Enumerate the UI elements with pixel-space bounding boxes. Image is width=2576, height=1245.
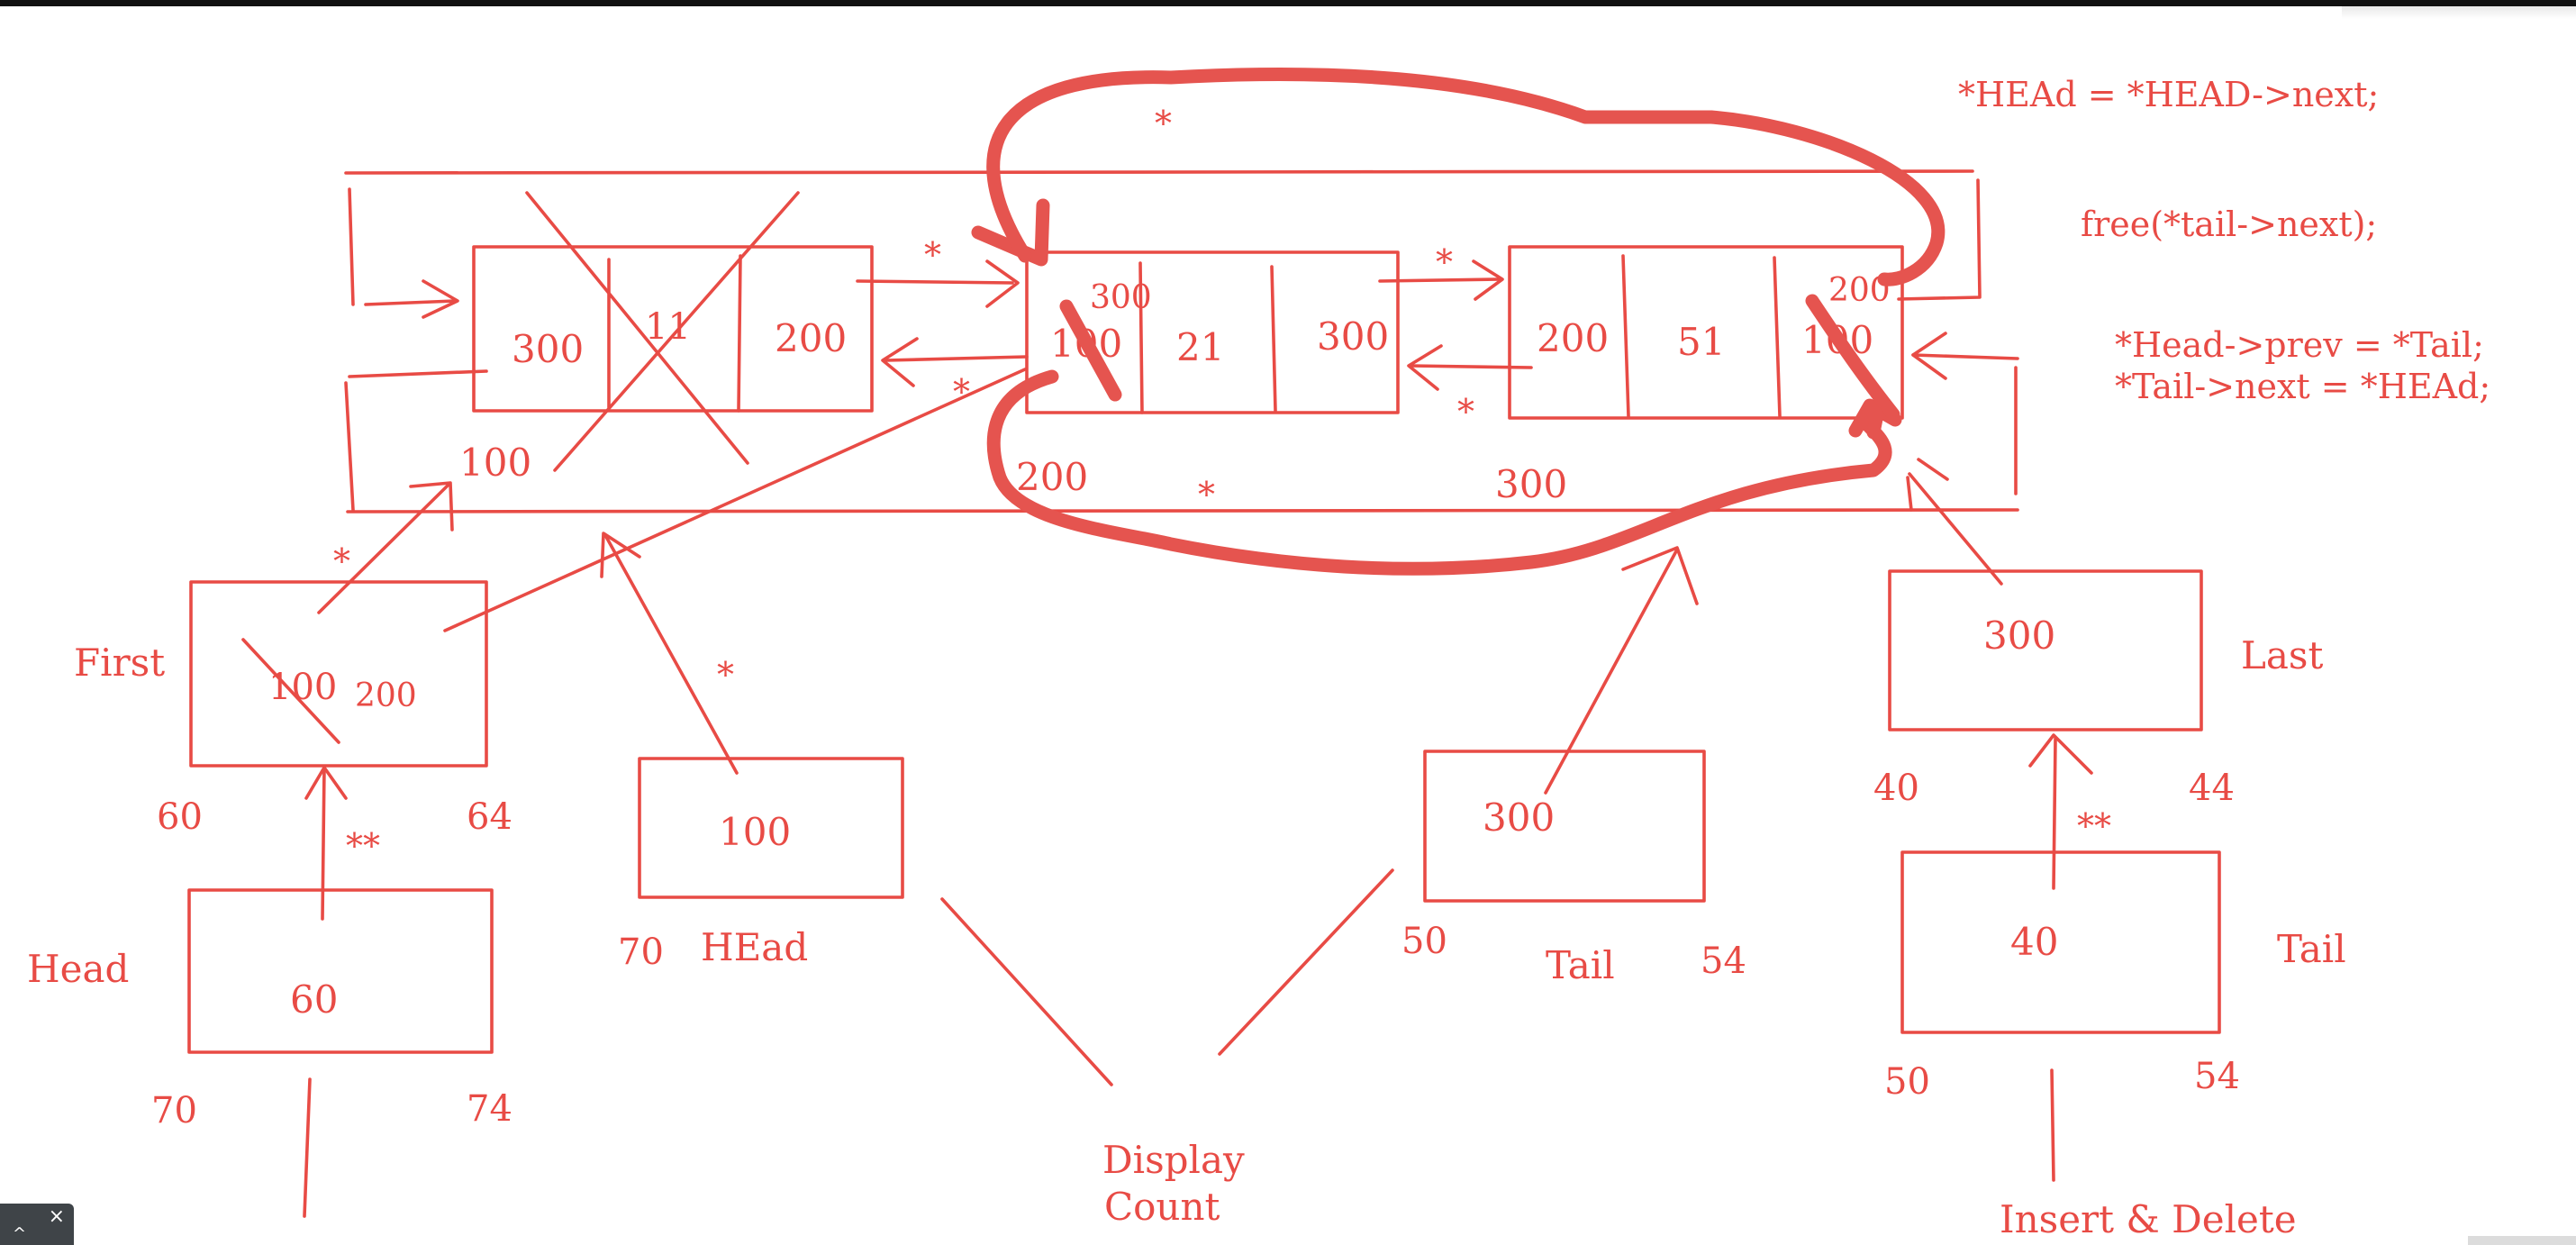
svg-text:*: * (1155, 104, 1172, 143)
svg-text:*: * (333, 541, 350, 581)
first-value-new: 200 (355, 677, 417, 714)
expand-icon[interactable]: ^ (13, 1224, 27, 1243)
node-3-address: 300 (1495, 462, 1567, 506)
tail2-value: 40 (2010, 920, 2058, 964)
tail2-variable: 40 Tail 50 54 ** (1884, 733, 2346, 1182)
svg-text:*: * (1457, 392, 1474, 432)
head2-label: HEad (701, 925, 808, 969)
svg-text:*: * (717, 655, 734, 695)
node-2-next: 300 (1317, 314, 1389, 359)
tail2-label: Tail (2277, 927, 2346, 971)
head-addr-left: 70 (151, 1090, 197, 1131)
tail-addr-left: 50 (1401, 921, 1447, 962)
first-value-old: 100 (268, 667, 337, 708)
head-variable: Head 60 70 74 ** (27, 766, 512, 1218)
caption-insert-delete: Insert & Delete (2000, 1197, 2297, 1241)
floating-toolbar-widget[interactable]: × ^ (0, 1204, 74, 1245)
tail-value: 300 (1483, 795, 1555, 840)
node-1-address: 100 (459, 441, 531, 485)
tail-addr-right: 54 (1701, 941, 1746, 982)
head2-variable: 100 HEad 70 * (600, 532, 904, 973)
first-addr-left: 60 (157, 796, 203, 838)
node-3: 200 51 100 200 300 (1495, 245, 1904, 506)
last-variable: 300 Last 40 44 (1873, 472, 2323, 809)
last-value: 300 (1983, 613, 2055, 658)
node-1-cross-b (553, 191, 800, 472)
node-2-note: 300 (1090, 279, 1152, 316)
svg-text:*: * (1436, 242, 1453, 282)
node-2-value: 21 (1176, 325, 1224, 369)
first-addr-right: 64 (467, 796, 512, 838)
node-1-cross-a (525, 191, 749, 465)
circular-frame (344, 169, 2019, 513)
tail2-addr-right: 54 (2194, 1056, 2240, 1097)
first-variable: First 100 200 60 64 * (74, 368, 1027, 838)
node-1-next: 200 (775, 316, 847, 360)
svg-text:**: ** (346, 826, 380, 866)
svg-text:**: ** (2077, 806, 2111, 846)
caption-display: Display (1102, 1138, 1245, 1182)
window-top-bar (0, 0, 2576, 6)
last-addr-right: 44 (2189, 768, 2235, 809)
head-addr-right: 74 (467, 1088, 512, 1130)
node-2: 100 21 300 300 200 (1016, 250, 1400, 499)
node-3-prev: 200 (1537, 316, 1609, 360)
code-line-4: *Tail->next = *HEAd; (2115, 367, 2490, 406)
head-label: Head (27, 947, 129, 991)
tail-label: Tail (1546, 943, 1615, 987)
window-shadow (2342, 6, 2576, 19)
first-label: First (74, 641, 165, 685)
svg-text:*: * (924, 235, 941, 275)
bottom-edge-bar (2468, 1236, 2576, 1245)
svg-text:*: * (953, 372, 970, 412)
close-icon[interactable]: × (48, 1205, 65, 1228)
last-addr-left: 40 (1873, 768, 1919, 809)
captions: Display Count Insert & Delete (940, 868, 2297, 1241)
code-line-3: *Head->prev = *Tail; (2115, 325, 2484, 365)
tail-variable: 300 Tail 50 54 (1401, 546, 1746, 987)
head2-addr-left: 70 (618, 931, 664, 973)
node-3-value: 51 (1677, 320, 1725, 364)
node-1: 300 11 200 100 (459, 191, 874, 485)
code-notes: *HEAd = *HEAD->next; free(*tail->next); … (1958, 75, 2490, 406)
link-arrows: * * * * * * (856, 104, 1533, 514)
head2-value: 100 (719, 810, 791, 854)
code-line-2: free(*tail->next); (2081, 204, 2377, 244)
tail2-addr-left: 50 (1884, 1061, 1930, 1103)
caption-count: Count (1104, 1185, 1220, 1229)
svg-text:*: * (1198, 475, 1215, 514)
head-value: 60 (290, 977, 338, 1022)
node-1-prev: 300 (512, 327, 584, 371)
node-2-address: 200 (1016, 455, 1088, 499)
code-line-1: *HEAd = *HEAD->next; (1958, 75, 2379, 114)
last-label: Last (2241, 633, 2323, 677)
highlight-loop (971, 67, 1946, 576)
